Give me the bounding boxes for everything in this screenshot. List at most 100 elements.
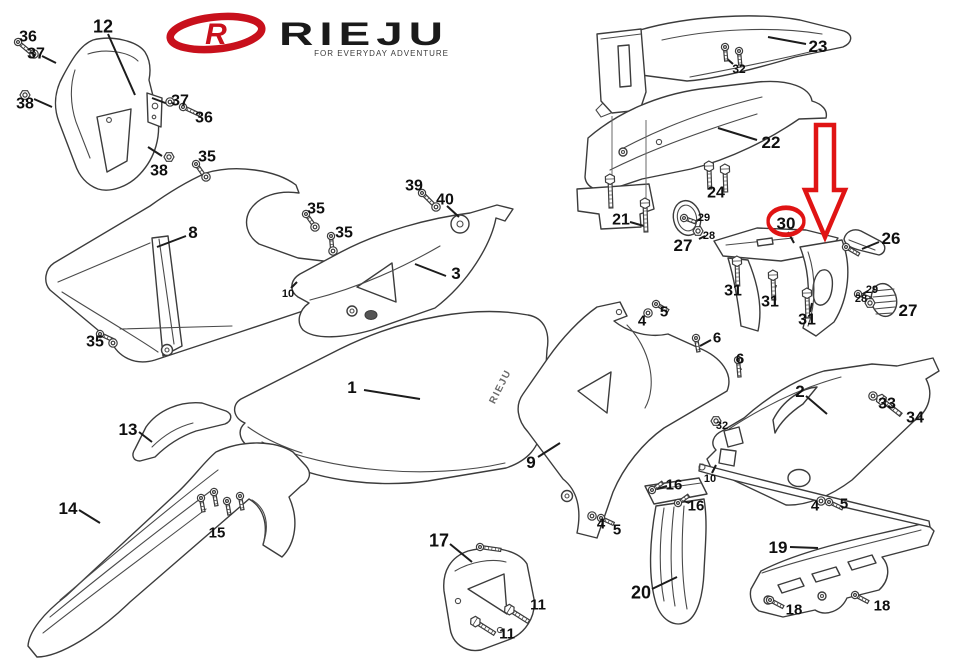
bolt-fastener-icon [719, 163, 731, 193]
part-label-27: 27 [899, 301, 918, 320]
highlight-down-arrow-icon [801, 122, 849, 243]
part-label-28: 28 [855, 293, 867, 305]
washer-fastener-icon [108, 338, 118, 348]
leader-line [414, 263, 447, 277]
leader-line [78, 509, 101, 524]
part-label-31: 31 [724, 283, 742, 300]
leader-line [805, 395, 828, 415]
part-label-13: 13 [119, 420, 138, 439]
part-label-10: 10 [704, 473, 716, 485]
part-label-31: 31 [761, 294, 779, 311]
part-30-rear-fender-tail [713, 227, 849, 337]
nut-fastener-icon [19, 90, 31, 100]
part-14-front-fender [27, 442, 311, 658]
leader-line [767, 36, 807, 45]
part-label-17: 17 [429, 530, 449, 550]
leader-line [33, 98, 53, 108]
part-label-18: 18 [874, 597, 891, 614]
leader-line [698, 235, 706, 240]
part-label-4: 4 [811, 497, 820, 514]
part-label-24: 24 [707, 185, 725, 202]
leader-line [651, 576, 678, 590]
leader-line [156, 235, 187, 248]
part-label-11: 11 [499, 625, 515, 642]
washer-fastener-icon [587, 511, 597, 521]
part-label-37: 37 [171, 93, 189, 110]
part-2-side-panel [706, 357, 940, 506]
part-label-35: 35 [307, 201, 325, 218]
leader-line [789, 546, 819, 549]
part-label-19: 19 [769, 538, 788, 557]
part-label-35: 35 [335, 225, 353, 242]
part-label-15: 15 [209, 524, 226, 541]
part-label-4: 4 [597, 515, 606, 532]
screw-fastener-icon [222, 496, 232, 516]
washer-fastener-icon [328, 246, 338, 256]
leader-line [449, 543, 473, 563]
part-9-side-shroud [517, 301, 730, 539]
leader-line [138, 431, 153, 443]
screw-fastener-icon [647, 480, 665, 495]
highlight-circle-part-30 [766, 206, 806, 238]
screw-fastener-icon [596, 513, 616, 527]
part-23-rear-fender-front [595, 15, 852, 124]
part-label-26: 26 [882, 229, 901, 248]
leader-line [699, 339, 712, 347]
washer-fastener-icon [29, 49, 39, 59]
washer-fastener-icon [868, 391, 878, 401]
washer-fastener-icon [816, 496, 826, 506]
part-label-33: 33 [878, 396, 896, 413]
brand-logo: R RIEJU FOR EVERYDAY ADVENTURE [166, 12, 449, 58]
part-label-5: 5 [613, 521, 621, 538]
washer-fastener-icon [165, 97, 175, 107]
leader-line [363, 389, 421, 400]
part-22-rear-fender [576, 80, 828, 230]
screw-fastener-icon [691, 333, 701, 353]
screw-fastener-icon [673, 493, 691, 508]
bolt-fastener-icon [504, 603, 531, 625]
leader-line [861, 241, 880, 250]
leader-line [107, 33, 136, 96]
screw-fastener-icon [235, 491, 245, 511]
washer-fastener-icon [310, 222, 320, 232]
nut-fastener-icon [710, 416, 722, 426]
part-label-11: 11 [530, 596, 546, 613]
screw-fastener-icon [841, 242, 861, 257]
part-label-3: 3 [451, 264, 460, 283]
leader-line [537, 442, 561, 458]
brand-logo-letter: R [205, 18, 227, 51]
screw-fastener-icon [733, 355, 743, 378]
screw-fastener-icon [734, 46, 744, 66]
assembly-guide-lines [611, 116, 647, 200]
leader-line [656, 485, 668, 490]
part-label-6: 6 [713, 329, 721, 346]
part-label-1: 1 [347, 378, 356, 397]
part-8-front-fairing [45, 168, 341, 363]
part-label-10: 10 [282, 288, 294, 300]
part-label-22: 22 [762, 133, 781, 152]
bolt-fastener-icon [875, 393, 903, 418]
part-label-38: 38 [150, 163, 168, 180]
brand-name: RIEJU [279, 16, 449, 52]
part-17-headlight-bracket [443, 547, 535, 652]
part-label-6: 6 [736, 350, 744, 367]
part-label-16: 16 [688, 497, 705, 514]
nut-fastener-icon [163, 152, 175, 162]
leader-line [717, 127, 758, 141]
part-label-5: 5 [660, 303, 668, 320]
washer-fastener-icon [643, 308, 653, 318]
screw-fastener-icon [178, 102, 201, 117]
part-label-27: 27 [674, 236, 693, 255]
part-drawings: RIEJU [27, 15, 940, 658]
bolt-fastener-icon [639, 197, 651, 233]
fastener-glyphs [13, 37, 903, 637]
leader-line [629, 221, 645, 227]
part-label-34: 34 [906, 410, 924, 427]
nut-fastener-icon [864, 298, 876, 308]
part-label-38: 38 [16, 96, 34, 113]
part-label-23: 23 [809, 37, 828, 56]
part-27-round-reflector-right [870, 282, 898, 318]
part-label-29: 29 [698, 212, 710, 224]
